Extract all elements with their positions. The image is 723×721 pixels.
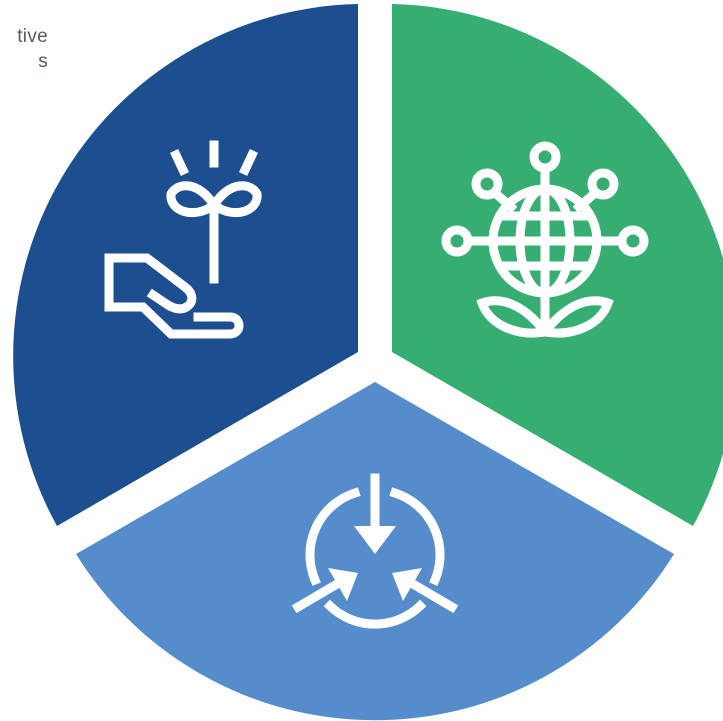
sprout-ray-left <box>170 149 189 176</box>
cropped-caption-line-2: s <box>38 51 48 72</box>
segment-left-wedge <box>13 4 358 526</box>
arrow-down-head <box>354 526 396 554</box>
sprout-left-leaf <box>166 181 221 218</box>
segment-right <box>392 4 723 526</box>
sprout-right-leaf <box>207 181 262 218</box>
globe-right-leaf <box>536 296 614 338</box>
hand-holding-sprout-icon <box>104 140 262 339</box>
globe-with-leaves-and-network-nodes-icon <box>441 141 649 338</box>
segment-bottom <box>76 382 674 721</box>
arrow-right-head <box>392 568 422 601</box>
cropped-caption-line-1: tive <box>17 26 48 47</box>
globe-left-leaf <box>476 296 554 338</box>
arrow-left-shaft <box>291 577 344 614</box>
network-node-upper-right <box>587 168 619 200</box>
arrow-left-head <box>328 568 358 601</box>
network-node-upper-left <box>471 168 503 200</box>
converging-circle-bottom-arc <box>323 599 427 629</box>
network-line-upper-left <box>488 186 518 214</box>
network-line-upper-right <box>572 186 602 214</box>
sprout-ray-right <box>239 149 258 176</box>
three-arrows-converging-circle-icon <box>291 473 459 629</box>
converging-circle-top-right-arc <box>389 487 445 586</box>
hand-cuff-and-fingers <box>104 253 244 339</box>
segment-left <box>13 4 358 526</box>
cropped-caption-text: tive s <box>0 24 48 74</box>
hand-palm <box>104 253 197 314</box>
arrow-right-shaft <box>406 577 459 614</box>
converging-circle-top-left-arc <box>305 487 361 586</box>
